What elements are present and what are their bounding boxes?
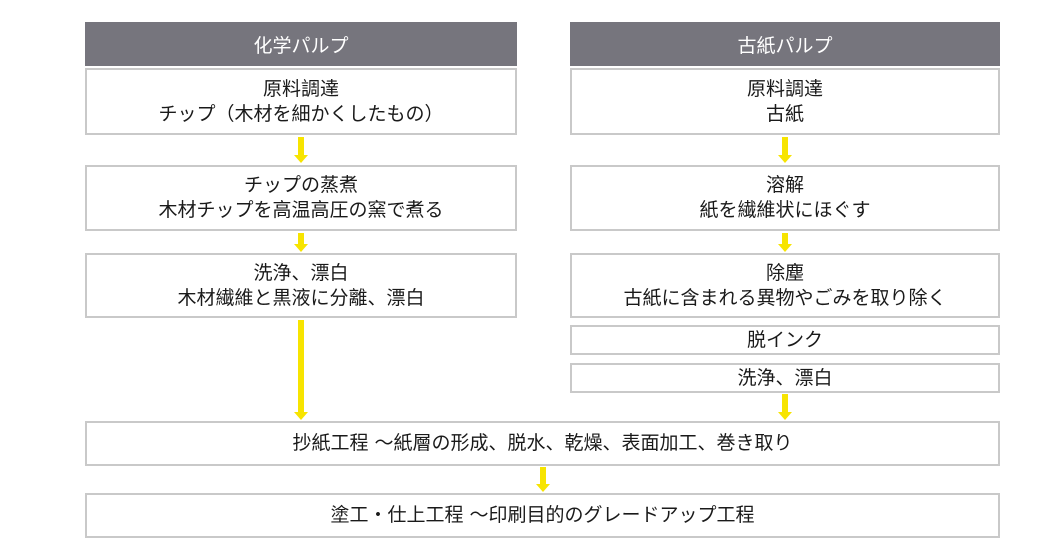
header-label: 化学パルプ (253, 34, 349, 57)
papermaking-step: 抄紙工程 ～紙層の形成、脱水、乾燥、表面加工、巻き取り (85, 421, 1000, 466)
chemical-step-procurement: 原料調達 チップ（木材を細かくしたもの） (85, 68, 517, 135)
step-title: 洗浄、漂白 (737, 366, 833, 389)
step-title: 脱インク (746, 328, 823, 351)
step-desc: チップ（木材を細かくしたもの） (158, 102, 444, 125)
step-desc: 古紙に含まれる異物やごみを取り除く (623, 286, 947, 309)
chemical-step-cooking: チップの蒸煮 木材チップを高温高圧の窯で煮る (85, 165, 517, 231)
header-label: 古紙パルプ (737, 34, 833, 57)
step-desc: 紙を繊維状にほぐす (699, 199, 871, 221)
step-title: 洗浄、漂白 (253, 261, 349, 284)
arrow-down-icon (778, 137, 792, 163)
step-title: 塗工・仕上工程 ～印刷目的のグレードアップ工程 (330, 504, 755, 526)
step-title: 溶解 (765, 174, 804, 196)
recycled-step-procurement: 原料調達 古紙 (570, 68, 1000, 135)
step-desc: 古紙 (765, 102, 804, 125)
coating-finishing-step: 塗工・仕上工程 ～印刷目的のグレードアップ工程 (85, 493, 1000, 538)
arrow-down-icon (778, 394, 792, 420)
arrow-down-icon (294, 233, 308, 252)
step-title: 原料調達 (262, 77, 339, 100)
arrow-down-icon (536, 467, 550, 492)
step-title: 除塵 (765, 261, 804, 284)
recycled-pulp-header: 古紙パルプ (570, 22, 1000, 66)
step-title: チップの蒸煮 (243, 174, 358, 196)
step-desc: 木材繊維と黒液に分離、漂白 (177, 286, 425, 309)
arrow-down-icon (778, 233, 792, 252)
chemical-pulp-header: 化学パルプ (85, 22, 517, 66)
recycled-step-washing: 洗浄、漂白 (570, 363, 1000, 393)
arrow-down-icon (294, 320, 308, 420)
step-desc: 木材チップを高温高圧の窯で煮る (158, 199, 444, 221)
step-title: 原料調達 (746, 77, 823, 100)
chemical-step-washing: 洗浄、漂白 木材繊維と黒液に分離、漂白 (85, 253, 517, 318)
recycled-step-deinking: 脱インク (570, 325, 1000, 355)
recycled-step-dust-removal: 除塵 古紙に含まれる異物やごみを取り除く (570, 253, 1000, 318)
arrow-down-icon (294, 137, 308, 163)
recycled-step-dissolve: 溶解 紙を繊維状にほぐす (570, 165, 1000, 231)
step-title: 抄紙工程 ～紙層の形成、脱水、乾燥、表面加工、巻き取り (292, 432, 793, 454)
